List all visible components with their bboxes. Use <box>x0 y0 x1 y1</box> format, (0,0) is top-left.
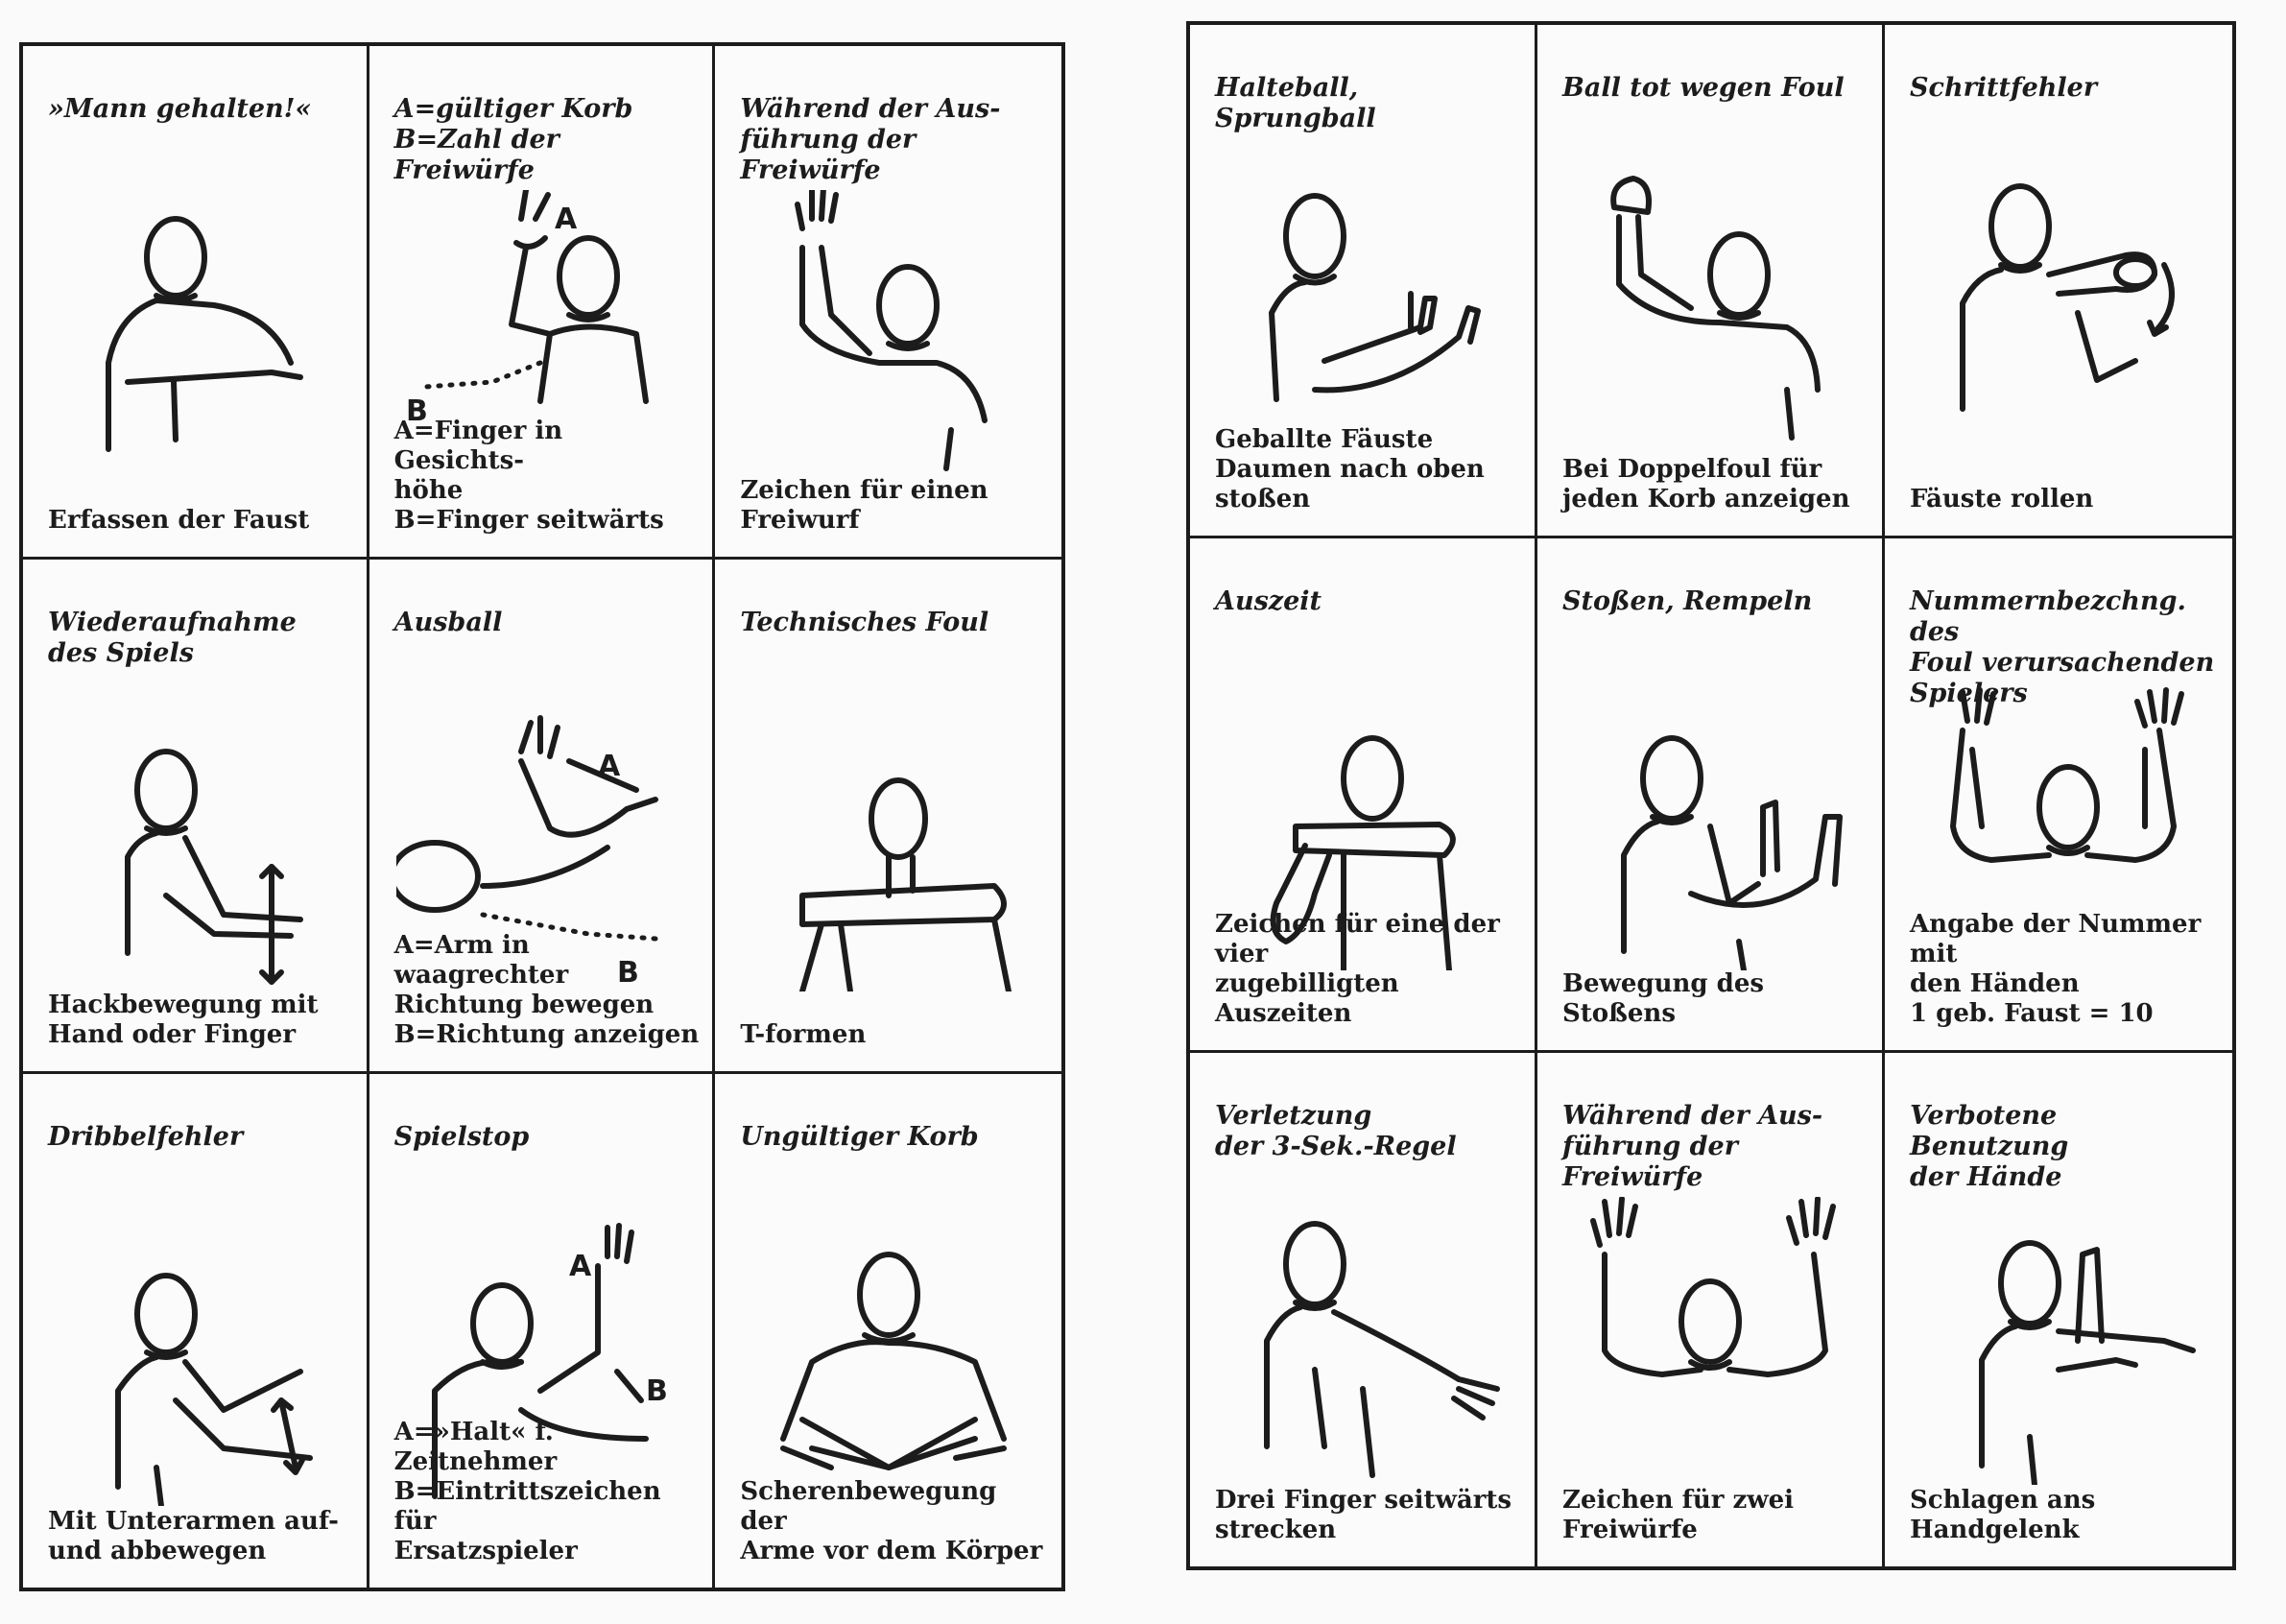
left-signal-grid: »Mann gehalten!« Erfassen der Faust A=gü… <box>19 42 1065 1591</box>
referee-pushing-icon <box>1566 682 1854 974</box>
svg-text:A: A <box>569 1250 592 1283</box>
signal-caption: Schlagen ans Handgelenk <box>1910 1485 2096 1544</box>
signal-cell-drei-sekunden: Verletzung der 3-Sek.-Regel Drei Finger … <box>1190 1052 1537 1566</box>
signal-caption: Zeichen für einen Freiwurf <box>740 476 988 536</box>
signal-cell-wiederaufnahme: Wiederaufnahme des Spiels Hackbewegung m… <box>23 560 369 1074</box>
signal-cell-ein-freiwurf: Während der Aus- führung der Freiwürfe Z… <box>715 46 1061 561</box>
signal-title: A=gültiger Korb B=Zahl der Freiwürfe <box>393 94 633 185</box>
signal-title: Halteball, Sprungball <box>1215 73 1376 133</box>
referee-one-hand-raised-icon <box>745 185 1033 478</box>
svg-text:A: A <box>555 203 578 236</box>
referee-forearms-up-down-icon <box>51 1218 339 1509</box>
signal-cell-nummernbezeichnung: Nummernbezchng. des Foul verursachenden … <box>1885 538 2232 1053</box>
signal-caption: A=Arm in waagrechter Richtung bewegen B=… <box>393 930 700 1049</box>
signal-title: Verbotene Benutzung der Hände <box>1910 1100 2069 1192</box>
signal-title: Verletzung der 3-Sek.-Regel <box>1215 1100 1457 1161</box>
signal-caption: T-formen <box>740 1019 867 1049</box>
referee-two-hands-number-icon <box>1915 682 2203 970</box>
signal-cell-schrittfehler: Schrittfehler Fäuste rollen <box>1885 25 2232 539</box>
referee-gripping-wrist-icon <box>51 190 339 478</box>
signal-caption: Erfassen der Faust <box>48 506 310 536</box>
referee-raised-fist-icon <box>1566 169 1854 457</box>
signal-caption: A=»Halt« f. Zeitnehmer B=Eintrittszeiche… <box>393 1417 661 1565</box>
signal-caption: Zeichen für eine der vier zugebilligten … <box>1215 909 1500 1028</box>
signal-title: Dribbelfehler <box>48 1121 244 1152</box>
signal-title: Nummernbezchng. des Foul verursachenden … <box>1910 586 2215 709</box>
signal-title: Wiederaufnahme des Spiels <box>48 608 297 669</box>
signal-cell-zwei-freiwuerfe: Während der Aus- führung der Freiwürfe Z… <box>1537 1052 1885 1566</box>
right-signal-grid: Halteball, Sprungball Geballte Fäuste Da… <box>1186 21 2236 1570</box>
signal-cell-verbotene-haende: Verbotene Benutzung der Hände Schlagen a… <box>1885 1053 2232 1566</box>
signal-cell-auszeit: Auszeit Zeichen für eine der vier zugebi… <box>1190 538 1537 1053</box>
referee-time-out-icon <box>1219 682 1507 974</box>
referee-thumbs-up-icon <box>1219 169 1507 457</box>
referee-rolling-fists-icon <box>1915 169 2203 457</box>
signal-caption: Zeichen für zwei Freiwürfe <box>1562 1485 1795 1544</box>
signal-caption: Mit Unterarmen auf- und abbewegen <box>48 1506 339 1565</box>
signal-caption: Drei Finger seitwärts strecken <box>1215 1485 1512 1544</box>
signal-cell-halteball: Halteball, Sprungball Geballte Fäuste Da… <box>1190 25 1537 539</box>
signal-title: Während der Aus- führung der Freiwürfe <box>1562 1100 1823 1192</box>
signal-title: Stoßen, Rempeln <box>1562 586 1813 617</box>
signal-caption: Bewegung des Stoßens <box>1562 968 1765 1028</box>
signal-caption: Fäuste rollen <box>1910 485 2094 514</box>
signal-title: Technisches Foul <box>740 608 989 638</box>
signal-title: Während der Aus- führung der Freiwürfe <box>740 94 1001 185</box>
signal-title: Schrittfehler <box>1910 73 2098 103</box>
signal-title: Auszeit <box>1215 586 1322 617</box>
referee-scissor-arms-icon <box>745 1218 1033 1506</box>
referee-chop-motion-icon <box>51 704 339 991</box>
referee-three-fingers-sideways-icon <box>1219 1197 1507 1485</box>
svg-text:B: B <box>617 956 639 990</box>
signal-title: Ball tot wegen Foul <box>1562 73 1845 103</box>
referee-t-sign-icon <box>745 704 1033 995</box>
signal-title: »Mann gehalten!« <box>48 94 312 124</box>
referee-wrist-strike-icon <box>1915 1197 2203 1488</box>
signal-caption: Geballte Fäuste Daumen nach oben stoßen <box>1215 425 1485 514</box>
signal-caption: Bei Doppelfoul für jeden Korb anzeigen <box>1562 455 1850 514</box>
svg-text:B: B <box>406 394 428 428</box>
signal-cell-ungueltiger-korb: Ungültiger Korb Scherenbewegung der Arme… <box>715 1074 1061 1588</box>
signal-cell-stossen: Stoßen, Rempeln Bewegung des Stoßens <box>1537 538 1885 1053</box>
signal-cell-ball-tot: Ball tot wegen Foul Bei Doppelfoul für j… <box>1537 25 1885 539</box>
signal-caption: Scherenbewegung der Arme vor dem Körper <box>740 1476 1043 1565</box>
referee-two-hands-raised-icon <box>1566 1195 1854 1485</box>
signal-cell-mann-gehalten: »Mann gehalten!« Erfassen der Faust <box>23 46 369 561</box>
signal-title: Ungültiger Korb <box>740 1121 979 1152</box>
signal-title: Spielstop <box>393 1121 530 1152</box>
signal-caption: A=Finger in Gesichts- höhe B=Finger seit… <box>393 417 664 536</box>
signal-title: Ausball <box>393 608 503 638</box>
svg-text:B: B <box>646 1374 668 1408</box>
signal-cell-technisches-foul: Technisches Foul T-formen <box>715 560 1061 1074</box>
signal-cell-dribbelfehler: Dribbelfehler Mit Unterarmen auf- und ab… <box>23 1073 369 1588</box>
signal-caption: Hackbewegung mit Hand oder Finger <box>48 990 319 1049</box>
signal-caption: Angabe der Nummer mit den Händen 1 geb. … <box>1910 909 2202 1028</box>
